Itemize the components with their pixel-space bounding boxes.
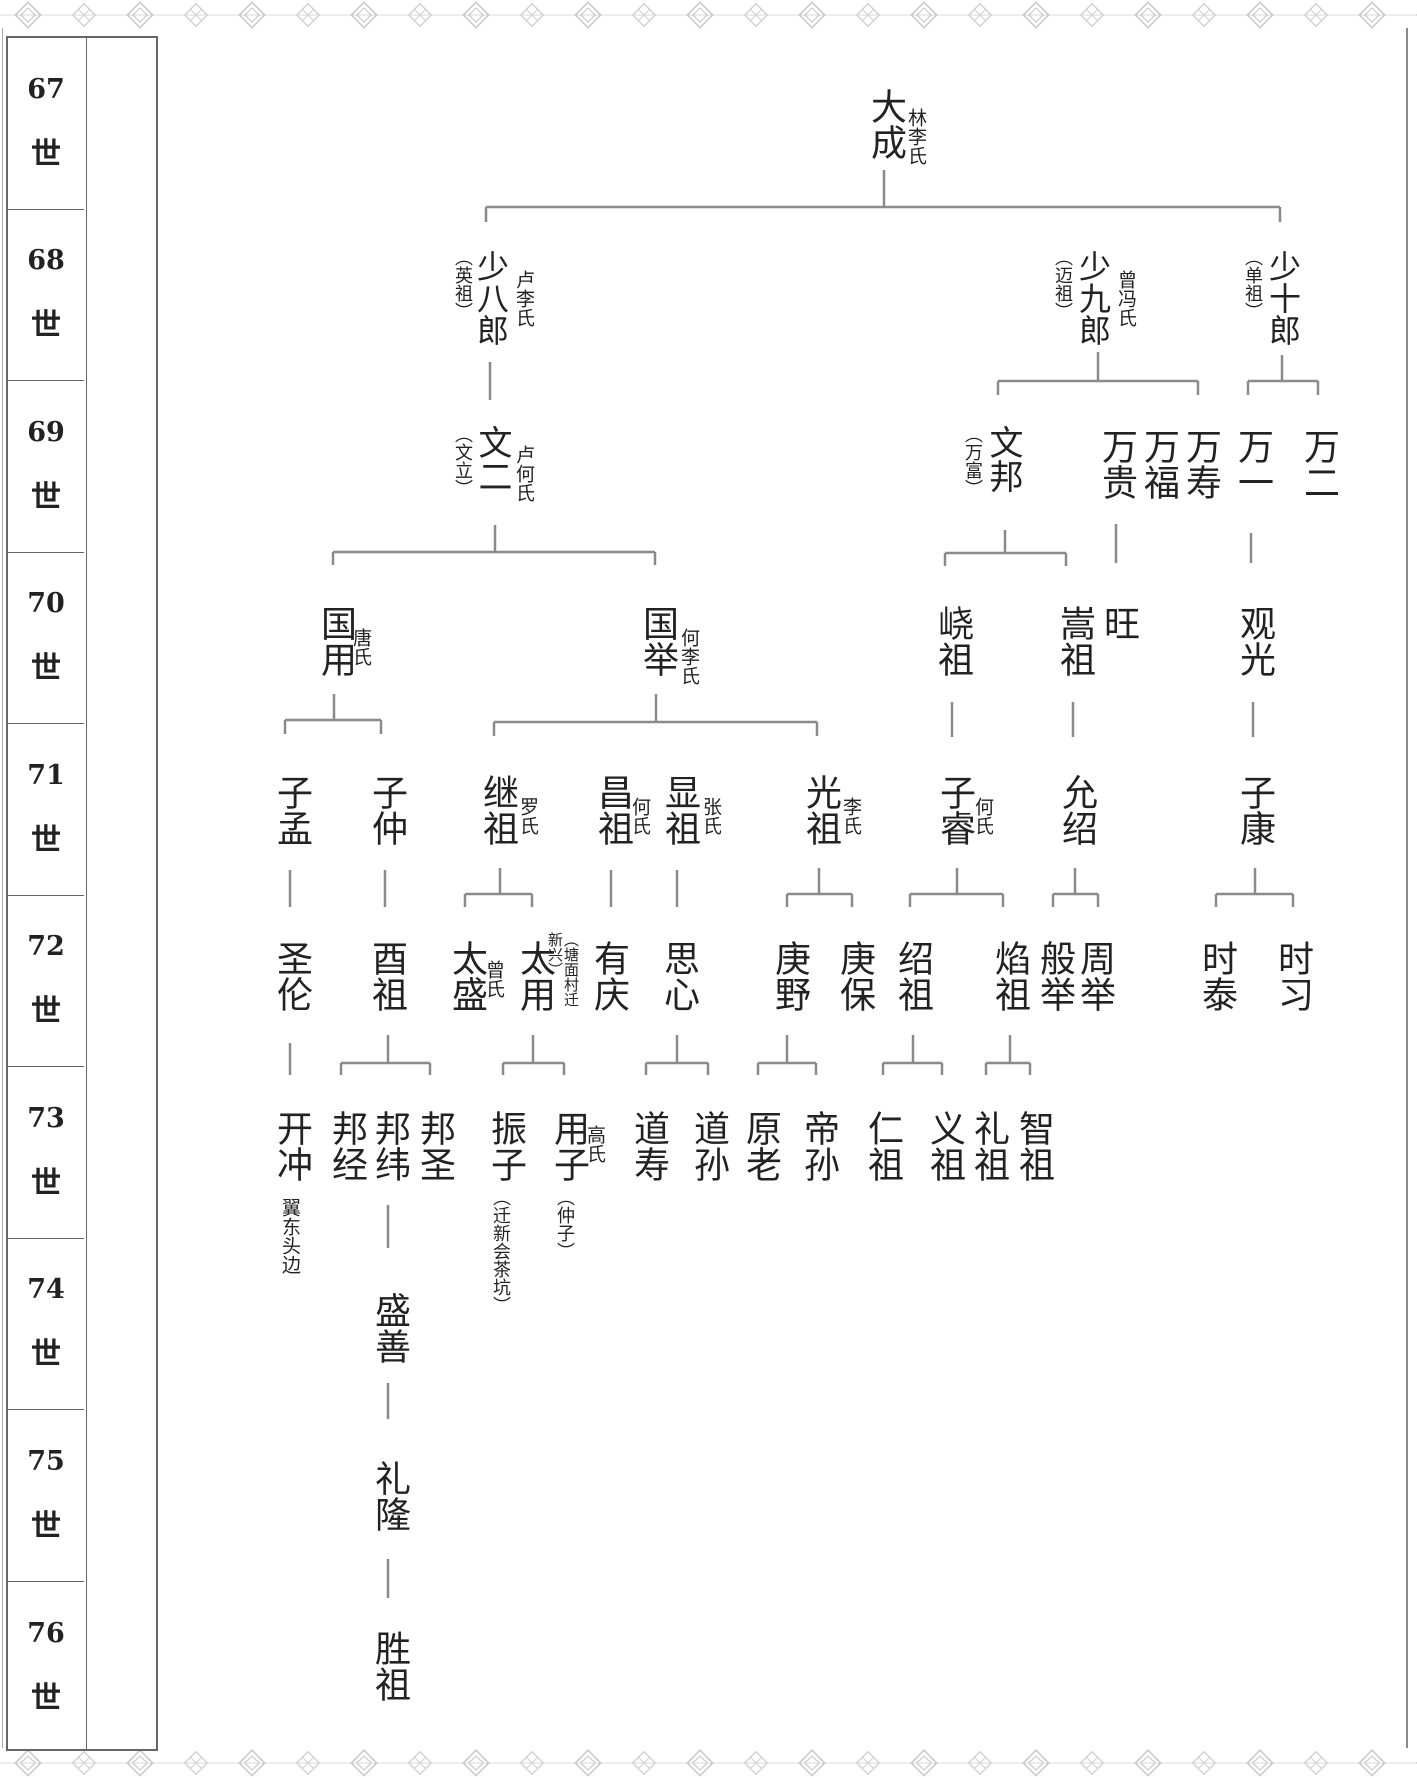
person-zhizu: 智祖: [1013, 1110, 1053, 1182]
person-wanshou: 万寿: [1180, 428, 1220, 500]
person-daosun: 道孙: [688, 1110, 728, 1182]
spouse-note: 何李氏: [678, 628, 700, 685]
person-name: 大成: [865, 88, 905, 160]
person-wangui: 万贵: [1096, 428, 1136, 500]
person-shitai: 时泰: [1196, 940, 1236, 1012]
person-wener: 文二: [474, 425, 510, 493]
person-yongzi: 用子: [548, 1110, 588, 1182]
spouse-note: 唐氏: [350, 628, 372, 666]
person-lizu: 礼祖: [968, 1110, 1008, 1182]
person-disun: 帝孙: [798, 1110, 838, 1182]
person-guoyong: 国用: [315, 605, 355, 677]
person-zhouju: 周举: [1074, 940, 1114, 1012]
person-yanzu: 焰祖: [989, 940, 1029, 1012]
alias-note: （英祖）: [452, 248, 472, 320]
person-gengye: 庚野: [769, 940, 809, 1012]
person-yunshao: 允绍: [1056, 774, 1096, 846]
person-yuanlao: 原老: [740, 1110, 780, 1182]
person-shixi: 时习: [1272, 940, 1312, 1012]
person-zirui: 子睿: [934, 774, 974, 846]
spouse-note: 罗氏: [517, 797, 539, 835]
person-songzu: 嵩祖: [1054, 605, 1094, 677]
person-wang: 旺: [1098, 605, 1138, 641]
alias-note: （塘面村迁新兴）: [547, 932, 579, 1012]
person-taisheng: 太盛: [446, 940, 486, 1012]
person-zizhong: 子仲: [366, 774, 406, 846]
person-shengshan: 盛善: [369, 1292, 409, 1364]
person-waner: 万二: [1298, 428, 1338, 500]
spouse-note: 张氏: [700, 797, 722, 835]
alias-note: （万富）: [962, 425, 982, 497]
person-guoju: 国举: [637, 605, 677, 677]
alias-note: （单祖）: [1242, 248, 1262, 320]
person-yizu: 义祖: [924, 1110, 964, 1182]
person-daoshou: 道寿: [628, 1110, 668, 1182]
spouse-note: 曾冯氏: [1115, 270, 1137, 327]
person-lilong: 礼隆: [369, 1460, 409, 1532]
spouse-note: 卢何氏: [513, 445, 535, 502]
person-renzu: 仁祖: [862, 1110, 902, 1182]
person-sixin: 思心: [658, 940, 698, 1012]
person-shaobalang: 少八郎: [474, 250, 508, 346]
person-bangwei: 邦纬: [369, 1110, 409, 1182]
alias-note: （文立）: [452, 425, 472, 497]
person-zhenzi: 振子: [485, 1110, 525, 1182]
person-xianzu: 显祖: [659, 774, 699, 846]
person-youzu: 酉祖: [366, 940, 406, 1012]
alias-note: 翼东头边: [279, 1198, 301, 1274]
person-wenbang: 文邦: [985, 425, 1021, 493]
person-jizu: 继祖: [477, 774, 517, 846]
person-zimeng: 子孟: [271, 774, 311, 846]
spouse-note: 李氏: [840, 797, 862, 835]
alias-note: （仲子）: [554, 1188, 574, 1260]
person-wanfu: 万福: [1138, 428, 1178, 500]
person-shaoshilang: 少十郎: [1266, 250, 1300, 346]
alias-note: （迁新会茶坑）: [490, 1188, 510, 1314]
person-shaozu: 绍祖: [892, 940, 932, 1012]
person-zikang: 子康: [1234, 774, 1274, 846]
person-shaojiulang: 少九郎: [1076, 250, 1110, 346]
person-shenglun: 圣伦: [271, 940, 311, 1012]
person-youqing: 有庆: [588, 940, 628, 1012]
person-kaichong: 开冲: [271, 1110, 311, 1182]
spouse-note: 何氏: [972, 797, 994, 835]
person-bangjing: 邦经: [326, 1110, 366, 1182]
person-wanyi: 万一: [1232, 428, 1272, 500]
spouse-note: 曾氏: [483, 960, 505, 998]
spouse-note: 卢李氏: [513, 270, 535, 327]
person-gengbao: 庚保: [834, 940, 874, 1012]
person-guangzu: 光祖: [800, 774, 840, 846]
person-guanguang: 观光: [1234, 605, 1274, 677]
person-banju: 般举: [1034, 940, 1074, 1012]
spouse-note: 高氏: [584, 1125, 606, 1163]
person-dacheng: 大成: [865, 88, 905, 160]
person-shengzu: 胜祖: [369, 1630, 409, 1702]
alias-note: （迈祖）: [1052, 248, 1072, 320]
person-bangsheng: 邦圣: [414, 1110, 454, 1182]
person-changzu: 昌祖: [592, 774, 632, 846]
spouse-note: 何氏: [629, 797, 651, 835]
spouse-note: 林李氏: [905, 108, 927, 165]
person-xiaozu: 峣祖: [932, 605, 972, 677]
